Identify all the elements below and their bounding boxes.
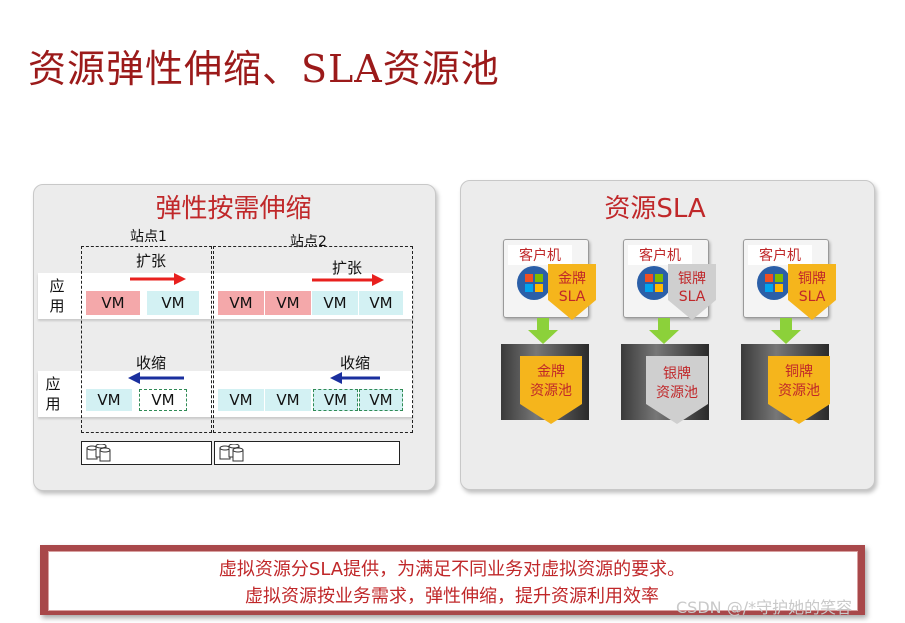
site-2-box	[213, 246, 413, 433]
vm-box-removed: VM	[313, 389, 358, 411]
down-arrow-icon	[528, 318, 558, 344]
badge-line: 银牌	[678, 271, 706, 287]
badge-line: 金牌	[558, 271, 586, 287]
shrink-arrow-icon	[330, 372, 380, 384]
silver-pool-label: 银牌 资源池	[646, 365, 708, 403]
down-arrow-icon	[649, 318, 679, 344]
gold-sla-badge-icon	[548, 264, 596, 320]
vm-box: VM	[86, 291, 140, 315]
shrink-label-site1: 收缩	[136, 354, 167, 372]
pool-line: 铜牌	[785, 364, 813, 380]
silver-sla-badge: 银牌 SLA	[668, 270, 716, 306]
pool-line: 资源池	[778, 383, 820, 399]
badge-line: SLA	[678, 289, 706, 305]
vm-box-removed: VM	[139, 389, 187, 411]
site-1-label: 站点1	[130, 229, 167, 245]
bronze-sla-badge-icon	[788, 264, 836, 320]
watermark: CSDN @/*守护她的笑容	[676, 598, 853, 617]
gold-pool-badge-icon	[520, 356, 582, 424]
client-label: 客户机	[628, 245, 692, 265]
elastic-scaling-panel	[33, 184, 436, 491]
resource-sla-title: 资源SLA	[604, 194, 706, 224]
gold-pool-label: 金牌 资源池	[520, 363, 582, 401]
elastic-scaling-title: 弹性按需伸缩	[155, 194, 312, 224]
site-1-box	[81, 246, 212, 433]
page-title: 资源弹性伸缩、SLA资源池	[28, 47, 500, 91]
client-label: 客户机	[508, 245, 572, 265]
expand-label-site1: 扩张	[136, 252, 167, 270]
client-label: 客户机	[748, 245, 812, 265]
vm-box: VM	[359, 291, 403, 315]
vm-box: VM	[218, 291, 264, 315]
app-label-char: 应	[45, 375, 61, 393]
summary-line-2: 虚拟资源按业务需求，弹性伸缩，提升资源利用效率	[245, 586, 659, 607]
bronze-sla-badge: 铜牌 SLA	[788, 270, 836, 306]
vm-box: VM	[147, 291, 199, 315]
bronze-pool-label: 铜牌 资源池	[768, 363, 830, 401]
pool-line: 金牌	[537, 364, 565, 380]
storage-icon	[219, 444, 244, 462]
vm-box: VM	[312, 291, 358, 315]
vm-box: VM	[218, 389, 264, 411]
down-arrow-icon	[771, 318, 801, 344]
gold-sla-badge: 金牌 SLA	[548, 270, 596, 306]
windows-logo-icon	[757, 266, 791, 300]
silver-sla-badge-icon	[668, 264, 716, 320]
windows-logo-icon	[637, 266, 671, 300]
badge-line: SLA	[798, 289, 826, 305]
bronze-pool-badge-icon	[768, 356, 830, 424]
app-label-1: 应 用	[49, 276, 65, 316]
app-label-char: 用	[45, 395, 61, 413]
storage-icon	[86, 444, 111, 462]
app-label-char: 用	[49, 297, 65, 315]
expand-label-site2: 扩张	[332, 259, 363, 277]
expand-arrow-icon	[312, 274, 384, 286]
vm-box: VM	[265, 291, 311, 315]
shrink-arrow-icon	[128, 372, 184, 384]
badge-line: SLA	[558, 289, 586, 305]
app-label-char: 应	[49, 277, 65, 295]
vm-box-removed: VM	[359, 389, 403, 411]
pool-line: 资源池	[530, 383, 572, 399]
vm-box: VM	[265, 389, 311, 411]
pool-line: 资源池	[656, 385, 698, 401]
pool-line: 银牌	[663, 366, 691, 382]
summary-inner	[48, 551, 858, 611]
storage-box-site2	[214, 441, 400, 465]
summary-line-1: 虚拟资源分SLA提供，为满足不同业务对虚拟资源的要求。	[218, 559, 686, 580]
windows-logo-icon	[517, 266, 551, 300]
vm-box: VM	[86, 389, 132, 411]
badge-line: 铜牌	[798, 271, 826, 287]
shrink-label-site2: 收缩	[340, 354, 371, 372]
expand-arrow-icon	[130, 273, 186, 285]
app-label-2: 应 用	[45, 374, 61, 414]
silver-pool-badge-icon	[646, 356, 708, 424]
